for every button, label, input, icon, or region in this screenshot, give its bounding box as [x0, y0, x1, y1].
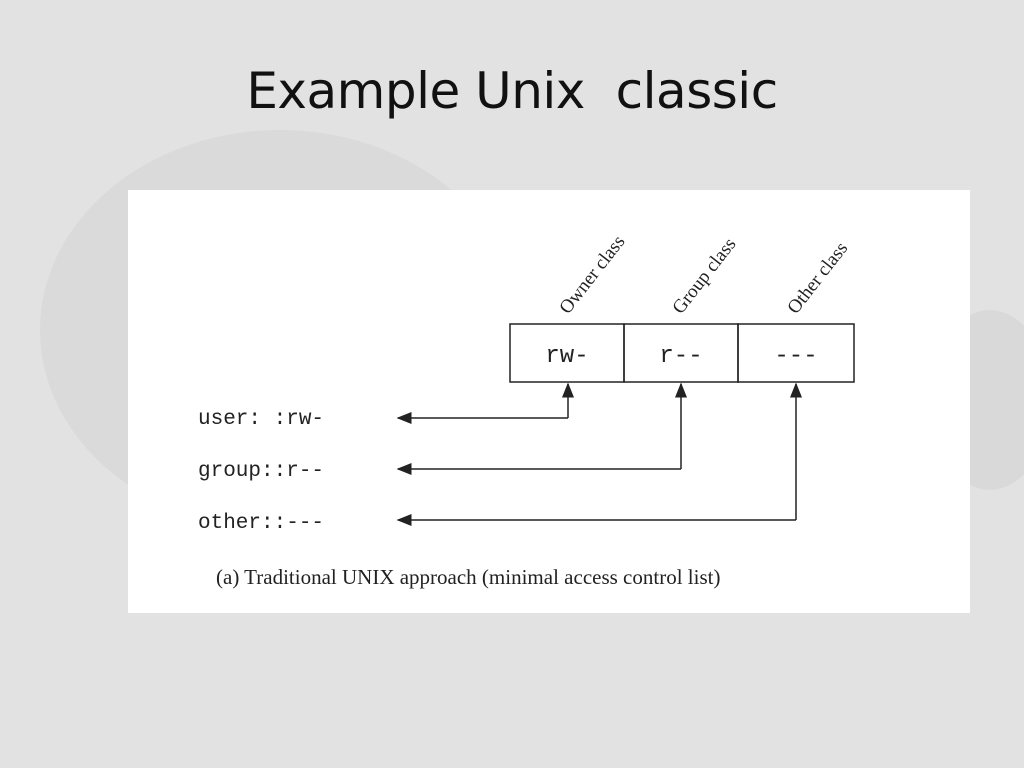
permission-cell-other	[737, 323, 855, 383]
class-label-owner: Owner class	[555, 232, 629, 319]
permission-text-group: r--	[659, 343, 702, 370]
permission-text-owner: rw-	[545, 343, 588, 370]
permission-bits-box: rw- r-- ---	[509, 323, 855, 383]
acl-entry-group: group::r--	[198, 460, 324, 483]
acl-figure: Owner class Group class Other class rw- …	[128, 190, 970, 613]
figure-caption: (a) Traditional UNIX approach (minimal a…	[216, 565, 720, 589]
slide-title: Example Unix classic	[246, 62, 778, 120]
permission-text-other: ---	[774, 343, 817, 370]
acl-entry-other: other::---	[198, 512, 324, 535]
acl-diagram: Owner class Group class Other class rw- …	[198, 232, 855, 589]
acl-entry-user: user: :rw-	[198, 408, 324, 431]
class-label-other: Other class	[783, 238, 852, 318]
class-label-group: Group class	[668, 234, 740, 318]
